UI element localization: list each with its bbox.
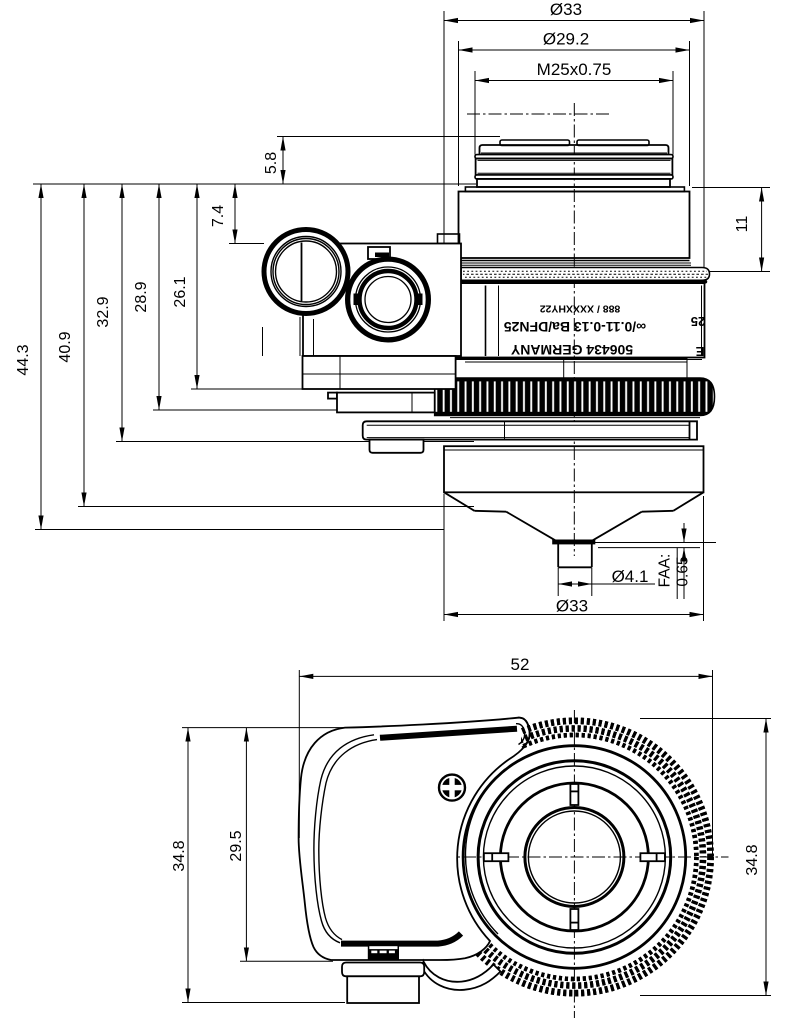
svg-text:M25x0.75: M25x0.75 [537, 60, 612, 79]
svg-text:E: E [695, 344, 704, 359]
svg-text:FAA:: FAA: [657, 554, 674, 588]
svg-text:7.4: 7.4 [210, 205, 227, 227]
svg-text:Ø33: Ø33 [556, 597, 588, 616]
svg-text:32.9: 32.9 [95, 296, 112, 327]
svg-text:0.65: 0.65 [675, 556, 692, 586]
svg-text:506434 GERMANY: 506434 GERMANY [510, 342, 633, 358]
svg-text:29.5: 29.5 [228, 830, 245, 861]
svg-text:52: 52 [511, 655, 530, 674]
svg-text:26.1: 26.1 [172, 276, 189, 307]
svg-text:888 / XXXXHY22: 888 / XXXXHY22 [540, 303, 621, 315]
svg-text:11: 11 [734, 216, 751, 233]
svg-text:40.9: 40.9 [57, 331, 74, 362]
svg-text:∞/0.11-0.13 Ba/DFN25: ∞/0.11-0.13 Ba/DFN25 [504, 319, 646, 335]
svg-text:44.3: 44.3 [15, 344, 32, 375]
svg-text:Ø29.2: Ø29.2 [543, 30, 589, 49]
svg-text:28.9: 28.9 [133, 281, 150, 312]
svg-text:34.8: 34.8 [744, 844, 761, 875]
svg-text:34.8: 34.8 [171, 840, 188, 871]
svg-text:Ø33: Ø33 [550, 0, 582, 19]
svg-text:Ø4.1: Ø4.1 [612, 567, 649, 586]
svg-text:5.8: 5.8 [263, 152, 280, 174]
svg-text:25: 25 [691, 314, 705, 329]
